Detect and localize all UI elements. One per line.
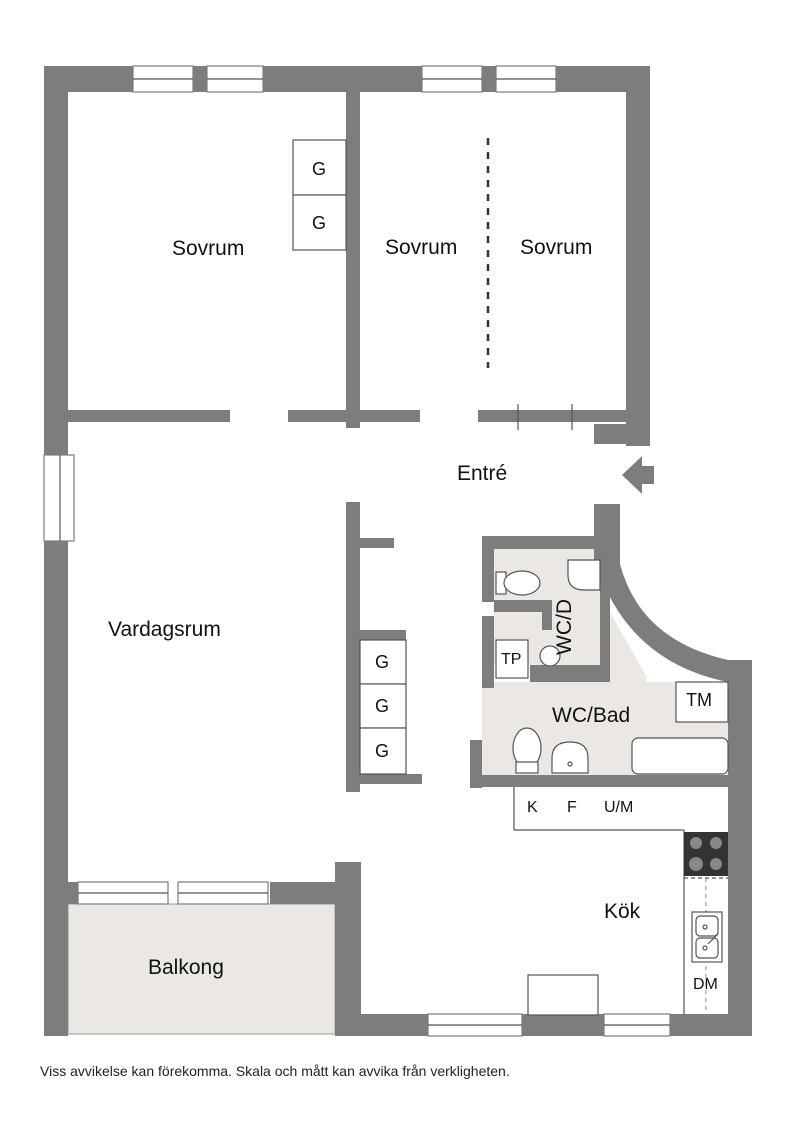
tp-box xyxy=(495,639,529,679)
wardrobe-label: G xyxy=(375,696,389,716)
bathtub xyxy=(631,737,729,775)
tm-box xyxy=(675,681,729,723)
dishwasher-label: DM xyxy=(693,976,718,993)
room-label-bedroom-3: Sovrum xyxy=(520,236,592,259)
room-label-bedroom-2: Sovrum xyxy=(385,236,457,259)
wardrobe-label: G xyxy=(312,159,326,179)
toilet-icon xyxy=(512,727,542,774)
floor-drain-icon xyxy=(539,645,561,667)
disclaimer-text: Viss avvikelse kan förekomma. Skala och … xyxy=(40,1063,510,1079)
kitchen-table xyxy=(527,974,599,1016)
wardrobe-label: G xyxy=(312,213,326,233)
room-label-entrance: Entré xyxy=(457,462,507,485)
room-label-wc-shower: WC/D xyxy=(553,599,576,655)
room-label-balcony: Balkong xyxy=(148,956,224,979)
tp-label: TP xyxy=(501,651,521,668)
room-details xyxy=(486,138,573,430)
wardrobe-label: G xyxy=(375,741,389,761)
freezer-label: F xyxy=(567,799,577,816)
balcony xyxy=(67,903,336,1035)
stove-burners-icon xyxy=(684,832,728,876)
room-label-wc-bath: WC/Bad xyxy=(552,704,630,727)
wardrobe-label: G xyxy=(375,652,389,672)
sink-icon xyxy=(567,559,601,591)
wardrobes-bedroom xyxy=(292,139,347,251)
tm-label: TM xyxy=(686,690,712,710)
wardrobes-living xyxy=(359,639,407,775)
sink-icon xyxy=(551,741,589,774)
kitchen-sink-icon xyxy=(691,911,723,963)
arrow-left-icon xyxy=(622,456,654,494)
room-label-bedroom-1: Sovrum xyxy=(172,237,244,260)
room-label-living-room: Vardagsrum xyxy=(108,618,221,641)
floor-plan: Sovrum Sovrum Sovrum Entré Vardagsrum WC… xyxy=(43,65,752,1037)
toilet-icon xyxy=(495,570,541,596)
room-label-kitchen: Kök xyxy=(604,900,641,923)
fridge-label: K xyxy=(527,799,538,816)
windows xyxy=(43,65,671,1037)
microwave-oven-label: U/M xyxy=(604,799,633,816)
